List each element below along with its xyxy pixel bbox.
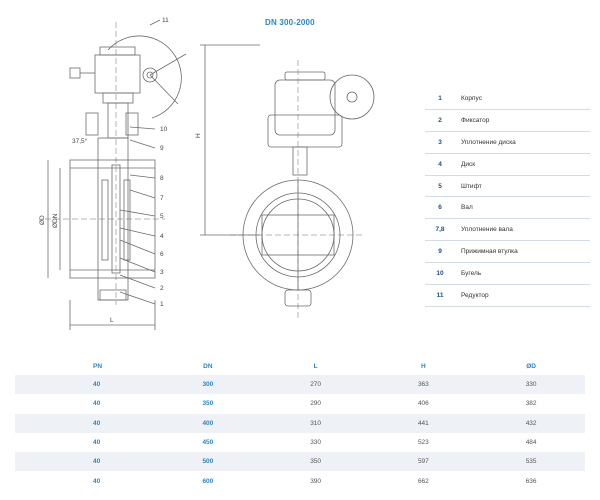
header-d: ØD <box>526 362 536 370</box>
table-row: 40 400 310 441 432 <box>15 413 585 433</box>
callout-5: 5 <box>160 213 164 220</box>
front-gearbox <box>274 79 336 136</box>
handwheel-outline <box>107 35 182 119</box>
table-row: 40 300 270 363 330 <box>15 375 585 395</box>
page-title: DN 300-2000 <box>265 18 315 27</box>
angle-label: 37,5° <box>72 137 88 145</box>
table-header-row: PN DN L H ØD <box>15 357 585 375</box>
table-row: 40 500 350 597 535 <box>15 452 585 472</box>
callout-11: 11 <box>162 17 169 24</box>
dim-d-label: ØD <box>39 215 46 225</box>
header-h: H <box>421 362 426 370</box>
table-row: 40 350 290 406 382 <box>93 400 537 408</box>
dim-h-label: H <box>195 133 202 138</box>
front-handwheel <box>329 74 375 120</box>
header-dn: DN <box>203 362 213 370</box>
callout-6: 6 <box>160 251 164 258</box>
table-row: 40 450 330 523 484 <box>93 439 537 447</box>
header-pn: PN <box>93 362 103 370</box>
callout-7: 7 <box>160 195 164 202</box>
callout-4: 4 <box>160 233 164 240</box>
callout-3: 3 <box>160 269 164 276</box>
gearbox-body <box>94 54 141 94</box>
dim-dn-label: ØDN <box>52 213 59 228</box>
dimensions-table: PN DN L H ØD 40 300 270 363 330 40 350 2… <box>15 357 585 491</box>
callout-9: 9 <box>160 145 164 152</box>
valve-technical-drawing: 11 10 9 8 7 5 4 6 3 2 1 37,5° ØD ØDN L H <box>39 17 375 330</box>
table-row: 40 600 390 662 636 <box>93 477 537 485</box>
header-l: L <box>313 362 318 370</box>
callout-1: 1 <box>160 301 164 308</box>
dim-l-label: L <box>110 317 114 324</box>
callout-10: 10 <box>160 126 168 133</box>
callout-8: 8 <box>160 175 164 182</box>
callout-2: 2 <box>160 285 164 292</box>
